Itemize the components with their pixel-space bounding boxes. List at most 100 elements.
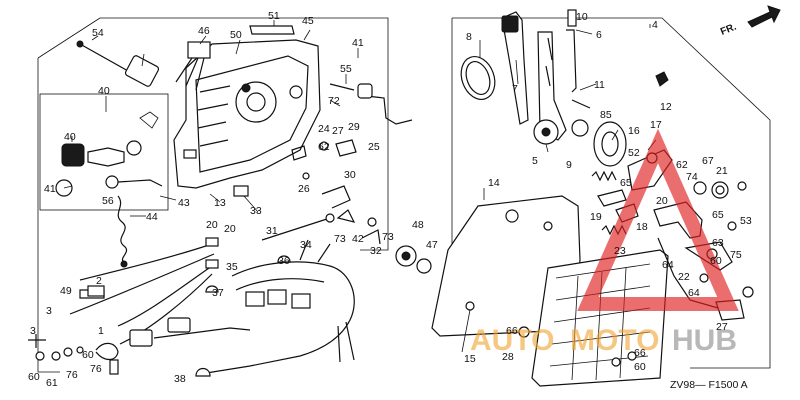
callout-59-b: 60: [28, 371, 40, 383]
callout-59-c: 61: [46, 377, 58, 389]
callout-64-mid: 73: [334, 233, 346, 245]
callout-8: 8: [466, 31, 472, 43]
callout-10: 10: [576, 11, 588, 23]
callout-65-bottom: 75: [730, 249, 742, 261]
callout-46: 46: [198, 25, 210, 37]
callout-38-mid: 37: [212, 287, 224, 299]
callout-57: 60: [634, 361, 646, 373]
callout-66-b: 76: [90, 363, 102, 375]
callout-40-bottom: 41: [44, 183, 56, 195]
left-frame-diagonal: [37, 17, 101, 59]
callout-5: 5: [532, 155, 538, 167]
callout-17: 17: [650, 119, 662, 131]
watermark: AUTO MOTO HUB: [470, 128, 739, 357]
callout-38-bottom: 38: [174, 373, 186, 385]
watermark-moto: MOTO: [570, 324, 659, 357]
callout-15: 15: [464, 353, 476, 365]
callout-47: 47: [426, 239, 438, 251]
left-frame-side: [37, 58, 60, 373]
callout-7: 7: [512, 83, 518, 95]
callout-43: 43: [178, 197, 190, 209]
callout-33: 31: [266, 225, 278, 237]
callout-44: 44: [146, 211, 158, 223]
lever-arm: [533, 31, 567, 145]
callout-27-lower: 26: [298, 183, 310, 195]
callout-1: 1: [98, 325, 104, 337]
callout-61-a: 65: [620, 177, 632, 189]
callout-40-top: 40: [64, 131, 76, 143]
callout-13: 13: [214, 197, 226, 209]
callout-58: 60: [710, 255, 722, 267]
switch-kit-frame: [39, 93, 169, 211]
callout-2: 2: [96, 275, 102, 287]
callout-21: 20: [656, 195, 668, 207]
callout-36: 34: [300, 239, 312, 251]
callout-38-top: 36: [278, 255, 290, 267]
callout-53: 53: [740, 215, 752, 227]
leader-lines: [63, 20, 657, 353]
callout-59-a: 60: [82, 349, 94, 361]
lever-lock-rod: [566, 9, 577, 93]
callout-48: 48: [412, 219, 424, 231]
callout-22: 21: [716, 165, 728, 177]
callout-60-e: 64: [688, 287, 700, 299]
throttle-cable-rod: [76, 40, 160, 87]
callout-23: 22: [678, 271, 690, 283]
callout-30: 28: [502, 351, 514, 363]
callout-60-b: 62: [676, 159, 688, 171]
callout-51: 51: [268, 10, 280, 22]
engine-wire-harness: [129, 239, 355, 375]
callout-37: 35: [226, 261, 238, 273]
callout-67: 85: [600, 109, 612, 121]
callout-55: 55: [340, 63, 352, 75]
cable-pivot-and-link: [261, 209, 381, 245]
callout-62-a: 66: [506, 325, 518, 337]
callout-50: 50: [230, 29, 242, 41]
neutral-interlock-knob: [655, 71, 669, 87]
callout-4: 4: [652, 19, 658, 31]
washers-right: [518, 181, 754, 367]
callout-35: 33: [250, 205, 262, 217]
callout-66-a: 76: [66, 369, 78, 381]
callout-60-d: 64: [662, 259, 674, 271]
trim-meter-sender: [395, 245, 432, 274]
callout-labels: 51 45 46 50 54 41 55 72 24 27 29 62 25 4…: [28, 10, 752, 389]
callout-39: 40: [98, 85, 110, 97]
callout-16: 16: [628, 125, 640, 137]
callout-24: 23: [614, 245, 626, 257]
callout-60-left: 62: [318, 141, 330, 153]
callout-12: 12: [660, 101, 672, 113]
callout-25: 24: [318, 123, 330, 135]
callout-9: 9: [566, 159, 572, 171]
callout-42: 42: [352, 233, 364, 245]
callout-31: 29: [348, 121, 360, 133]
harness-clips: [195, 255, 291, 377]
remote-control-box-housing: [173, 39, 321, 189]
callout-32: 30: [344, 169, 356, 181]
friction-adjuster: [571, 99, 627, 167]
control-box-gasket: [249, 25, 295, 35]
callout-49: 49: [60, 285, 72, 297]
callout-52: 52: [628, 147, 640, 159]
front-direction-indicator: FR.: [719, 5, 781, 38]
watermark-triangle-logo: [577, 128, 739, 311]
callout-6: 6: [596, 29, 602, 41]
lever-grip-ring: [460, 56, 496, 100]
throttle-cables: [69, 237, 219, 345]
callout-27-upper: 25: [368, 141, 380, 153]
front-arrow-icon: [747, 5, 781, 28]
watermark-hub: HUB: [672, 324, 737, 357]
callout-3-a: 3: [46, 305, 52, 317]
callout-65-top: 74: [686, 171, 698, 183]
callout-56: 56: [102, 195, 114, 207]
callout-60-c: 63: [712, 237, 724, 249]
control-lever: [501, 11, 529, 125]
neutral-switch-connector: [175, 41, 211, 91]
callout-18: 18: [636, 221, 648, 233]
callout-11: 11: [594, 79, 605, 91]
direction-label: FR.: [719, 21, 738, 37]
small-hardware-left: [28, 285, 119, 375]
trim-switch-harness: [329, 83, 413, 125]
callout-19: 19: [590, 211, 602, 223]
